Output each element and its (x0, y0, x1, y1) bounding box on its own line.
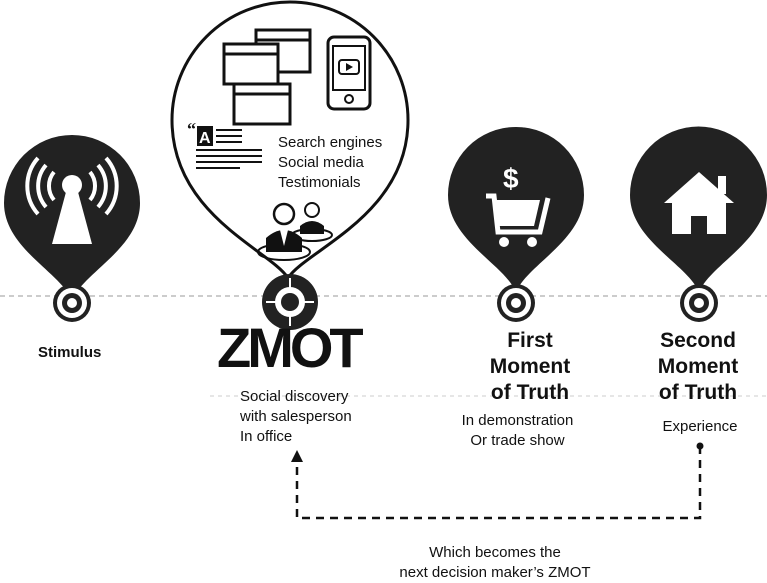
article-quote-icon: “ A (187, 119, 262, 169)
second-moment-details: Experience (640, 417, 760, 437)
zmot-sources: Search engines Social media Testimonials (278, 133, 382, 193)
source-item: Testimonials (278, 174, 361, 191)
first-moment-details: In demonstration Or trade show (445, 411, 590, 451)
first-moment-detail-item: In demonstration (461, 412, 574, 429)
house-icon (664, 172, 734, 234)
feedback-loop-arrow (291, 442, 704, 520)
second-moment-pin (630, 126, 767, 322)
svg-text:A: A (199, 130, 211, 147)
zmot-detail-item: Social discovery (240, 388, 349, 405)
people-icon (257, 202, 333, 261)
shopping-cart-dollar-icon: $ (486, 163, 551, 247)
zmot-title: ZMOT (217, 316, 364, 379)
second-moment-title: Second Moment of Truth (657, 329, 739, 404)
zmot-details: Social discovery with salesperson In off… (240, 387, 352, 447)
svg-text:“: “ (187, 119, 196, 139)
browser-window-icon (222, 28, 312, 126)
first-moment-title: First Moment of Truth (489, 329, 571, 404)
first-moment-detail-item: Or trade show (470, 432, 565, 449)
second-moment-detail-item: Experience (662, 418, 738, 435)
stimulus-label: Stimulus (38, 344, 102, 361)
source-item: Search engines (278, 134, 383, 151)
broadcast-signal-icon (25, 156, 119, 244)
zmot-detail-item: with salesperson (240, 408, 352, 425)
zmot-detail-item: In office (240, 428, 293, 445)
svg-text:$: $ (503, 163, 519, 194)
source-item: Social media (278, 154, 364, 171)
loop-note: Which becomes the next decision maker’s … (399, 544, 591, 581)
smartphone-video-icon (326, 35, 372, 111)
